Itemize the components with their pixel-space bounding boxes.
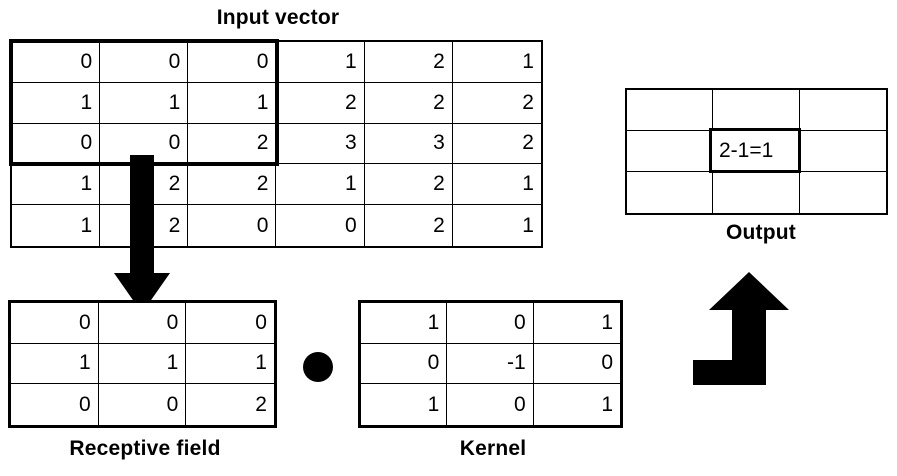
kernel-cell-r1c1: -1 bbox=[447, 343, 534, 385]
input-to-receptive-field-arrow bbox=[114, 155, 170, 313]
receptive-field-caption: Receptive field bbox=[69, 437, 221, 460]
input-cell-r4c1: 2 bbox=[100, 205, 189, 246]
kernel-cell-r0c2: 1 bbox=[533, 303, 620, 344]
input-cell-r0c2: 0 bbox=[188, 42, 277, 83]
input-cell-r4c4: 2 bbox=[365, 205, 453, 246]
input-cell-r4c0: 1 bbox=[12, 205, 101, 246]
input-cell-r3c0: 1 bbox=[12, 164, 101, 206]
receptive-field-cell-r2c2: 2 bbox=[255, 392, 267, 416]
receptive-field-cell-r1c1: 1 bbox=[98, 343, 187, 385]
receptive-field-cell-r2c1: 0 bbox=[99, 384, 187, 425]
dot-product-operator-icon bbox=[303, 352, 333, 382]
input-cell-r2c2: 2 bbox=[188, 123, 277, 165]
input-vector-caption: Input vector bbox=[216, 6, 340, 29]
input-cell-r1c5: 2 bbox=[452, 83, 541, 124]
input-cell-r3c3: 1 bbox=[276, 164, 365, 206]
kernel-cell-r2c2: 1 bbox=[601, 392, 613, 416]
output-cell-r0c0 bbox=[627, 90, 714, 131]
input-cell-r0c4: 2 bbox=[364, 42, 453, 83]
input-cell-r4c3: 0 bbox=[276, 205, 365, 246]
output-cell-r2c2 bbox=[800, 172, 886, 213]
output-cell-r0c2 bbox=[799, 90, 886, 131]
kernel-cell-r0c0: 1 bbox=[361, 303, 448, 344]
input-cell-r2c5: 2 bbox=[452, 124, 541, 165]
input-cell-r3c4: 2 bbox=[364, 164, 453, 206]
input-cell-r3c2: 2 bbox=[188, 164, 277, 206]
output-cell-r1c0 bbox=[627, 131, 714, 172]
output-highlight-cell: 2-1=1 bbox=[709, 128, 801, 173]
receptive-field-cell-r1c2: 1 bbox=[186, 344, 274, 385]
kernel-cell-r2c0: 1 bbox=[361, 384, 448, 425]
receptive-field-cell-r0c0: 0 bbox=[11, 303, 99, 344]
input-cell-r1c3: 2 bbox=[276, 82, 365, 124]
input-cell-r1c1: 1 bbox=[100, 82, 189, 124]
output-cell-r1c2 bbox=[799, 131, 886, 172]
kernel-caption: Kernel bbox=[459, 437, 527, 460]
output-cell-r0c1 bbox=[713, 90, 800, 131]
input-cell-r4c2: 0 bbox=[188, 205, 277, 246]
receptive-field-cell-r1c0: 1 bbox=[11, 343, 99, 385]
input-cell-r3c5: 1 bbox=[452, 164, 541, 206]
output-cell-r2c0 bbox=[627, 172, 714, 213]
receptive-field-cell-r0c2: 0 bbox=[186, 303, 274, 344]
input-cell-r0c0: 0 bbox=[12, 42, 101, 83]
kernel-cell-r1c0: 0 bbox=[361, 343, 448, 385]
input-cell-r1c4: 2 bbox=[364, 82, 453, 124]
input-cell-r0c3: 1 bbox=[276, 42, 365, 83]
input-cell-r1c2: 1 bbox=[188, 82, 277, 124]
kernel-cell-r2c1: 0 bbox=[447, 384, 534, 425]
kernel-result-to-output-arrow bbox=[693, 272, 789, 385]
input-cell-r0c1: 0 bbox=[100, 42, 189, 83]
input-cell-r1c0: 1 bbox=[12, 82, 101, 124]
input-cell-r2c3: 3 bbox=[276, 123, 365, 165]
kernel-cell-r1c2: 0 bbox=[533, 344, 620, 385]
receptive-field-cell-r2c0: 0 bbox=[11, 384, 99, 425]
input-cell-r2c4: 3 bbox=[364, 123, 453, 165]
input-cell-r4c5: 1 bbox=[522, 213, 534, 237]
input-cell-r0c5: 1 bbox=[452, 42, 541, 83]
receptive-field-cell-r0c1: 0 bbox=[98, 303, 187, 344]
output-cell-r2c1 bbox=[713, 172, 800, 213]
input-cell-r2c0: 0 bbox=[12, 123, 101, 165]
output-caption: Output bbox=[725, 221, 796, 244]
kernel-cell-r0c1: 0 bbox=[447, 303, 534, 344]
